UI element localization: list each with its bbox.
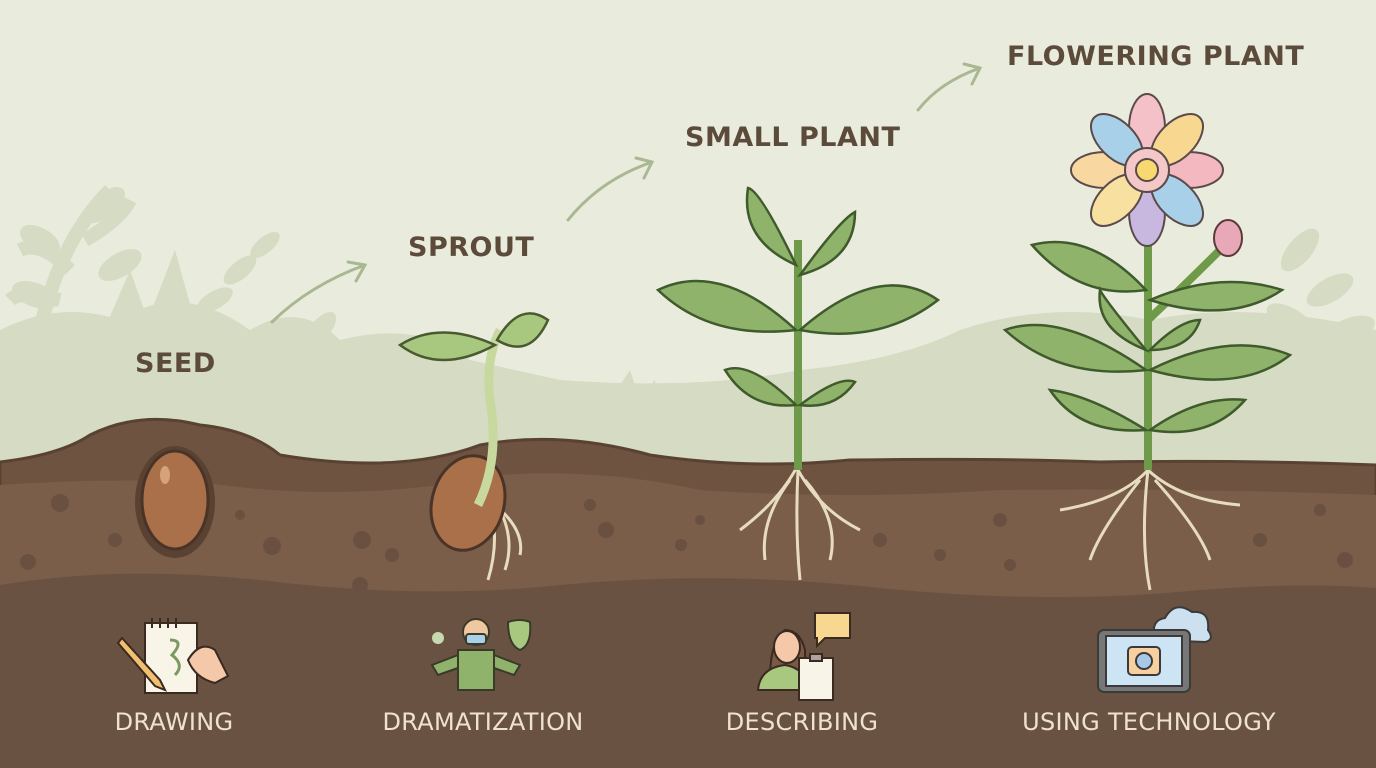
method-label-drawing: DRAWING [114, 708, 234, 736]
sprout-illustration [397, 312, 550, 581]
seed-illustration [135, 446, 215, 558]
soil-pebbles [20, 494, 1353, 593]
small-plant-illustration [655, 186, 941, 581]
stage-label-sprout: SPROUT [408, 232, 535, 263]
method-label-dramatization: DRAMATIZATION [382, 708, 584, 736]
stage-label-flowering-plant: FLOWERING PLANT [1007, 41, 1305, 72]
subsoil [0, 573, 1376, 768]
person-speech-clipboard-icon [756, 612, 851, 701]
stage-label-small-plant: SMALL PLANT [685, 122, 901, 153]
method-label-using-technology: USING TECHNOLOGY [1022, 708, 1276, 736]
notepad-pencil-hand-icon [116, 618, 230, 694]
tablet-camera-cloud-icon [1097, 606, 1212, 693]
progress-arrows [270, 62, 983, 324]
actor-mask-icon [430, 618, 532, 691]
flowering-plant-illustration [1002, 93, 1293, 591]
stage-label-seed: SEED [135, 348, 216, 379]
method-label-describing: DESCRIBING [725, 708, 879, 736]
